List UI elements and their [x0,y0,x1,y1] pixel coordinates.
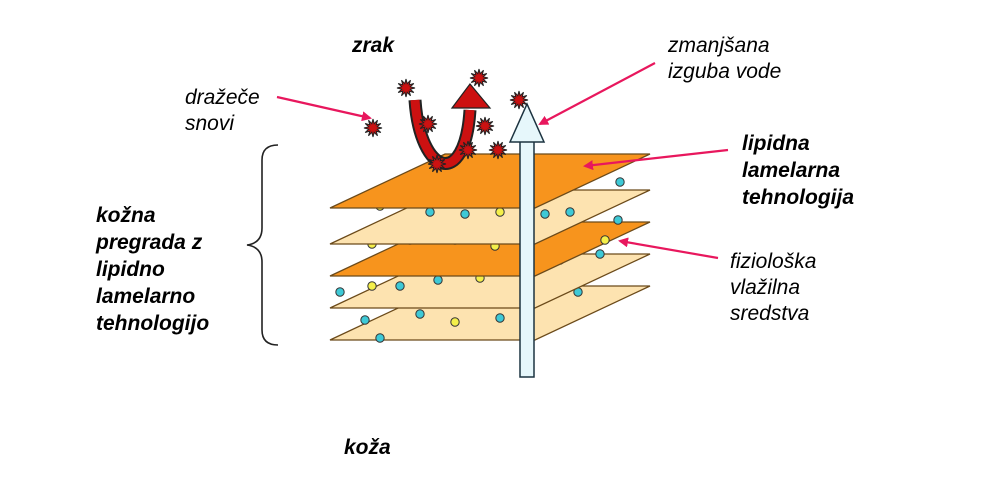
moisturizer-dot [495,313,505,323]
irritant-particle [418,114,438,134]
moisturizer-dot [335,287,345,297]
air-label: zrak [351,34,395,57]
irritant-particle [509,90,529,110]
moisturizer-dot [395,281,405,291]
moisturizer-dot [360,315,370,325]
barrier-brace [246,144,279,346]
irritant-particle [427,154,447,174]
moisturizer-dot [615,177,625,187]
water-loss-label: zmanjšana izguba vode [667,34,781,83]
skin-label: koža [344,436,391,459]
irritant-particle [363,118,383,138]
lamellar-layers [329,153,651,343]
moisturizer-dot [595,249,605,259]
moisturizers-label: fiziološka vlažilna sredstva [730,250,822,325]
barrier-label: kožna pregrada z lipidno lamelarno tehno… [95,204,209,335]
irritant-particles [363,68,529,174]
moisturizer-dot [460,209,470,219]
irritant-particle [488,140,508,160]
moisturizer-dot [415,309,425,319]
lamellar-layer [329,153,651,209]
lipid-dot [600,235,610,245]
lipid-dot [367,281,377,291]
irritants-label: dražeče snovi [185,86,266,135]
moisturizer-dot [433,275,443,285]
moisturizers-pointer [618,237,719,260]
irritant-particle [475,116,495,136]
irritant-particle [458,140,478,160]
lipid-tech-label: lipidna lamelarna tehnologija [742,132,854,209]
moisturizer-dot [613,215,623,225]
moisturizer-dot [540,209,550,219]
water-loss-arrow [508,102,546,378]
lipid-dot [495,207,505,217]
irritant-particle [469,68,489,88]
irritant-particle [396,78,416,98]
lipid-tech-pointer [583,148,729,171]
irritants-pointer [276,95,372,122]
lipid-dot [450,317,460,327]
moisturizer-dot [425,207,435,217]
moisturizer-dot [375,333,385,343]
moisturizer-dot [565,207,575,217]
water-loss-pointer [538,62,656,125]
